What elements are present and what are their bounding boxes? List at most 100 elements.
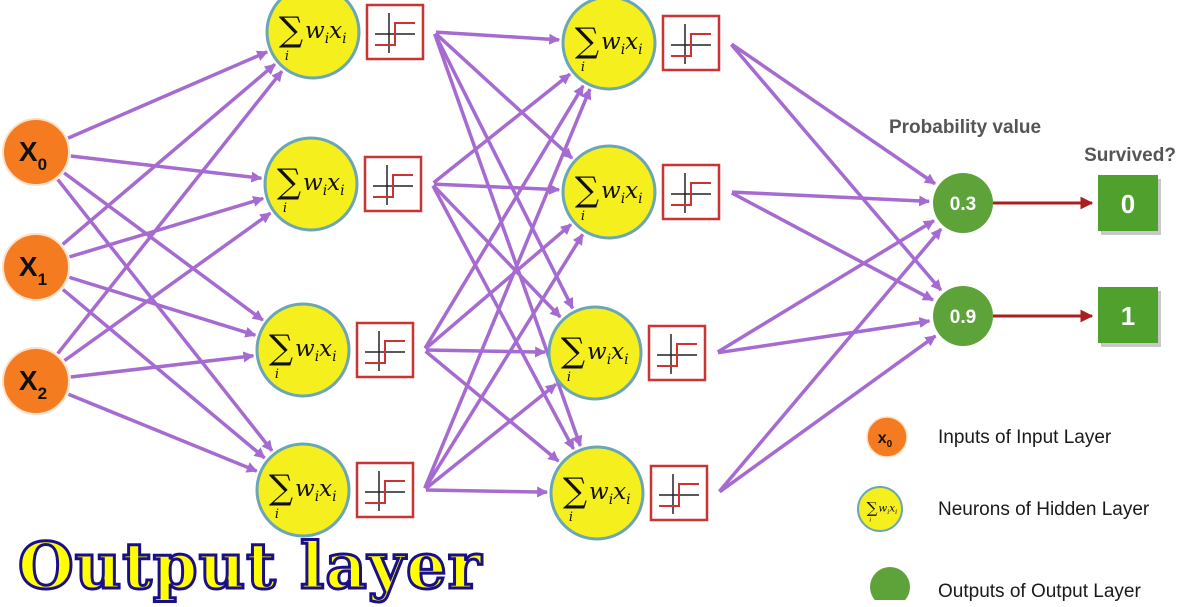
connection-arrow (424, 382, 558, 491)
survived-value: 0 (1121, 189, 1135, 219)
connection-arrow (423, 88, 592, 489)
step-curve (671, 182, 711, 206)
legend-label-inputs: Inputs of Input Layer (938, 427, 1112, 448)
neuron-circle (547, 305, 643, 401)
connection-arrow (718, 334, 937, 494)
result-box: 0 (1098, 175, 1161, 235)
step-curve (373, 174, 413, 198)
page-title: Output layer (16, 528, 483, 606)
input-node-circle (2, 233, 70, 301)
sum-symbol: ∑ (279, 10, 303, 50)
output-node-circle (933, 286, 993, 346)
connection-arrow (432, 184, 562, 319)
connections (56, 30, 1094, 498)
step-function-icon (355, 321, 415, 379)
sum-index: i (569, 510, 573, 525)
sum-index: i (869, 518, 871, 524)
connection-arrow (717, 227, 943, 493)
connection-arrow (432, 72, 571, 185)
neuron-circle (561, 144, 657, 240)
sum-index: i (285, 49, 289, 64)
sum-index: i (275, 507, 279, 522)
connection-arrow (70, 154, 263, 183)
sum-symbol: ∑ (269, 328, 293, 368)
sum-index: i (581, 209, 585, 224)
neuron-circle (263, 136, 359, 232)
connection-arrow (730, 42, 936, 186)
sum-index: i (567, 370, 571, 385)
input-node-icon (866, 416, 908, 458)
connection-arrow (423, 233, 585, 490)
input-node: X2 (2, 347, 70, 415)
connection-arrow (425, 486, 549, 498)
result-box-fill (1098, 287, 1158, 343)
weighted-sum: wixi (587, 339, 629, 368)
connection-arrow (716, 219, 935, 354)
input-label: X0 (19, 136, 47, 174)
connection-arrow (717, 317, 931, 355)
hidden-neuron-layer2: ∑i wixi (561, 144, 721, 240)
step-curve (671, 33, 711, 57)
step-curve (375, 22, 415, 46)
output-node: 0.9 (933, 286, 993, 346)
connection-arrow (69, 196, 265, 259)
connection-arrow (70, 351, 255, 379)
connection-arrow (425, 346, 547, 358)
weighted-sum: wixi (305, 18, 347, 47)
output-node: 0.3 (933, 173, 993, 233)
neuron-circle (549, 445, 645, 541)
legend-label-hidden: Neurons of Hidden Layer (938, 499, 1150, 520)
result-box: 1 (1098, 287, 1161, 347)
connection-arrow (431, 184, 575, 450)
connection-arrow (68, 275, 257, 338)
probability-header: Probability value (888, 117, 1042, 138)
weighted-sum: wixi (601, 178, 643, 207)
survived-header: Survived? (1084, 145, 1176, 166)
nodes: X0X1X2∑iwixi∑iwixi∑iwixi∑iwixi∑iwixi∑iwi… (2, 0, 1161, 600)
connection-arrow (56, 178, 274, 452)
sum-index: i (275, 367, 279, 382)
input-node-circle (2, 347, 70, 415)
connection-arrow (67, 392, 258, 473)
output-node-icon (870, 567, 910, 600)
connection-arrow (63, 171, 264, 322)
neuron-circle (265, 0, 361, 80)
sum-symbol: ∑ (867, 499, 878, 517)
connection-arrow (423, 84, 585, 350)
result-box-fill (1098, 175, 1158, 231)
connection-arrow (435, 30, 561, 45)
weighted-sum: wixi (601, 29, 643, 58)
weighted-sum: wixi (303, 170, 345, 199)
step-curve (657, 343, 697, 367)
weighted-sum: wixi (295, 336, 337, 365)
hidden-neuron-layer1: ∑i wixi (265, 0, 425, 80)
input-label: X2 (19, 365, 47, 403)
connection-arrow (433, 33, 575, 310)
connection-arrow (729, 43, 943, 292)
input-node: X1 (2, 233, 70, 301)
connection-arrow (61, 63, 277, 246)
connection-arrow (434, 32, 574, 160)
sum-symbol: ∑ (575, 170, 599, 210)
output-node-circle (933, 173, 993, 233)
sum-symbol: ∑ (563, 471, 587, 511)
input-node-circle (2, 118, 70, 186)
connection-arrow (67, 50, 269, 140)
sum-index: i (283, 201, 287, 216)
legend-label-outputs: Outputs of Output Layer (938, 581, 1141, 602)
sum-index: i (581, 60, 585, 75)
connection-arrow (63, 211, 272, 363)
survived-value: 1 (1121, 301, 1135, 331)
step-curve (365, 340, 405, 364)
legend-neuron-circle (857, 486, 903, 532)
connection-arrow (433, 182, 561, 195)
weighted-sum: wixi (295, 476, 337, 505)
hidden-neuron-layer1: ∑i wixi (255, 302, 415, 398)
